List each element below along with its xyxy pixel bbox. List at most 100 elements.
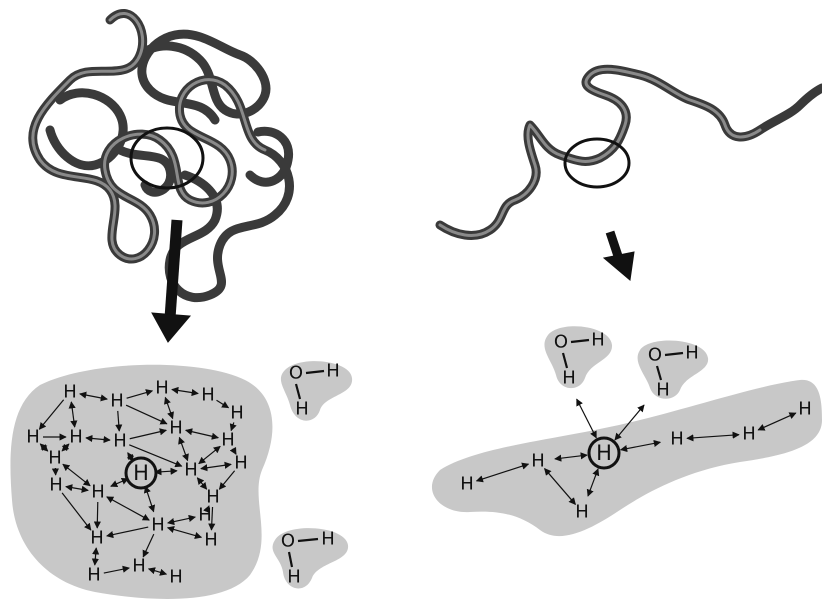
hydrogen-bond-arrow (208, 506, 216, 531)
hydrogen-bond-arrow (686, 431, 740, 442)
hydrogen-atom: H (90, 528, 104, 549)
svg-text:H: H (321, 529, 335, 550)
hydrogen-atom: H (155, 378, 169, 399)
hydrogen-bond-arrow (61, 492, 92, 531)
hydrogen-bond-arrow (79, 391, 108, 402)
unfolded-central-atom: H (587, 436, 621, 470)
hydrogen-atom: H (91, 482, 105, 503)
hydrogen-atom: H (110, 391, 124, 412)
hydrogen-atom: H (87, 565, 101, 586)
hydrogen-bond-arrow (106, 496, 150, 521)
hydrogen-atom: H (69, 427, 83, 448)
hydrogen-bond-arrow (91, 547, 100, 566)
hydrogen-bond-arrow (143, 485, 156, 513)
svg-text:H: H (591, 330, 605, 351)
hydrogen-bond-arrow (115, 410, 123, 432)
hydrogen-bond-arrow (126, 389, 154, 399)
unfolded-protein-ribbon (435, 64, 822, 240)
folded-down-arrow (151, 219, 192, 343)
hydrogen-bond-arrow (757, 412, 797, 431)
hydrogen-bond-arrow (544, 468, 576, 505)
hydrogen-atom: H (460, 474, 474, 495)
hydrogen-bond-arrow (93, 501, 101, 529)
hydrogen-atom: H (670, 429, 684, 450)
hydrogen-atom: H (798, 399, 812, 420)
svg-text:H: H (287, 567, 301, 588)
hydrogen-bond-arrow (110, 477, 129, 488)
folded-network-bonds (38, 386, 237, 576)
hydrogen-atom: H (201, 385, 215, 406)
hydrogen-bond-arrow (166, 526, 203, 539)
hydrogen-bond-arrow (61, 443, 70, 452)
hydrogen-bond-arrow (619, 439, 662, 453)
hydrogen-bond-arrow (216, 399, 230, 409)
svg-text:H: H (295, 399, 309, 420)
water-molecule: O H H (637, 340, 709, 401)
hydrogen-bond-arrow (198, 445, 221, 465)
hydrogen-bond-arrow (218, 470, 236, 490)
hydrogen-bond-arrow (147, 567, 168, 576)
hydrogen-atom: H (742, 424, 756, 445)
svg-text:O: O (648, 345, 662, 366)
hydrogen-atom: H (206, 487, 220, 508)
hydrogen-bond-arrow (103, 565, 130, 574)
svg-text:H: H (596, 441, 612, 465)
hydrogen-bond-arrow (196, 477, 208, 490)
folded-protein-ribbon (28, 9, 294, 302)
svg-text:H: H (656, 380, 670, 401)
hydrogen-atom: H (230, 403, 244, 424)
svg-text:H: H (133, 461, 149, 485)
hydrogen-bond-arrow (200, 461, 232, 472)
unfolded-chain-region (431, 379, 822, 537)
hydrogen-bond-arrow (586, 468, 600, 497)
hydrogen-bond-arrow (554, 452, 588, 462)
hydrogen-atom: H (49, 475, 63, 496)
hydrogen-bond-arrow (129, 444, 183, 468)
unfolded-chain-atoms: H H H H H H (460, 399, 812, 523)
hydrogen-bond-arrow (39, 443, 49, 452)
hydrogen-bond-arrow (154, 467, 178, 476)
hydrogen-atom: H (221, 430, 235, 451)
hydrogen-bond-arrow (614, 404, 645, 441)
hydrogen-bond-arrow (229, 446, 237, 455)
hydrogen-atom: H (234, 453, 248, 474)
hydrogen-bond-arrow (142, 533, 155, 558)
hydrogen-bond-arrow (185, 428, 219, 440)
water-molecule: O H H (544, 326, 613, 389)
hydrogen-atom: H (531, 451, 545, 472)
hydrogen-bond-arrow (167, 514, 196, 526)
water-molecule: O H H (272, 528, 349, 589)
hydrogen-bond-arrow (164, 396, 174, 420)
hydrogen-atom: H (151, 515, 165, 536)
hydrogen-atom: H (169, 418, 183, 439)
hydrogen-bond-arrow (85, 434, 111, 444)
hydrogen-bond-arrow (576, 398, 597, 439)
unfolded-down-arrow (602, 230, 635, 281)
svg-text:H: H (562, 368, 576, 389)
hydrogen-atom: H (169, 567, 183, 588)
hydrogen-atom: H (198, 505, 212, 526)
hydrogen-atom: H (184, 460, 198, 481)
hydrogen-bond-arrow (65, 484, 89, 493)
hydrogen-bond-arrow (68, 401, 78, 428)
hydrogen-atom: H (204, 530, 218, 551)
hydrogen-bond-arrow (62, 463, 91, 487)
hydrogen-bond-arrow (171, 386, 199, 397)
hydrogen-bond-arrow (178, 436, 189, 462)
folded-central-atom: H (124, 456, 158, 490)
svg-text:O: O (554, 332, 568, 353)
hydrogen-bond-arrow (229, 422, 237, 432)
hydrogen-bond-arrow (106, 526, 149, 539)
water-molecule: O H H (280, 361, 353, 421)
hydrogen-atom: H (132, 556, 146, 577)
hydrogen-atom: H (26, 427, 40, 448)
unfolded-chain-bonds (475, 398, 797, 505)
hydrogen-bond-arrow (38, 399, 65, 430)
hydrogen-atom: H (575, 502, 589, 523)
hydrogen-bond-arrow (125, 404, 168, 425)
hydrogen-bond-arrow (475, 462, 530, 483)
svg-text:O: O (281, 531, 295, 552)
hydrogen-atom: H (63, 382, 77, 403)
